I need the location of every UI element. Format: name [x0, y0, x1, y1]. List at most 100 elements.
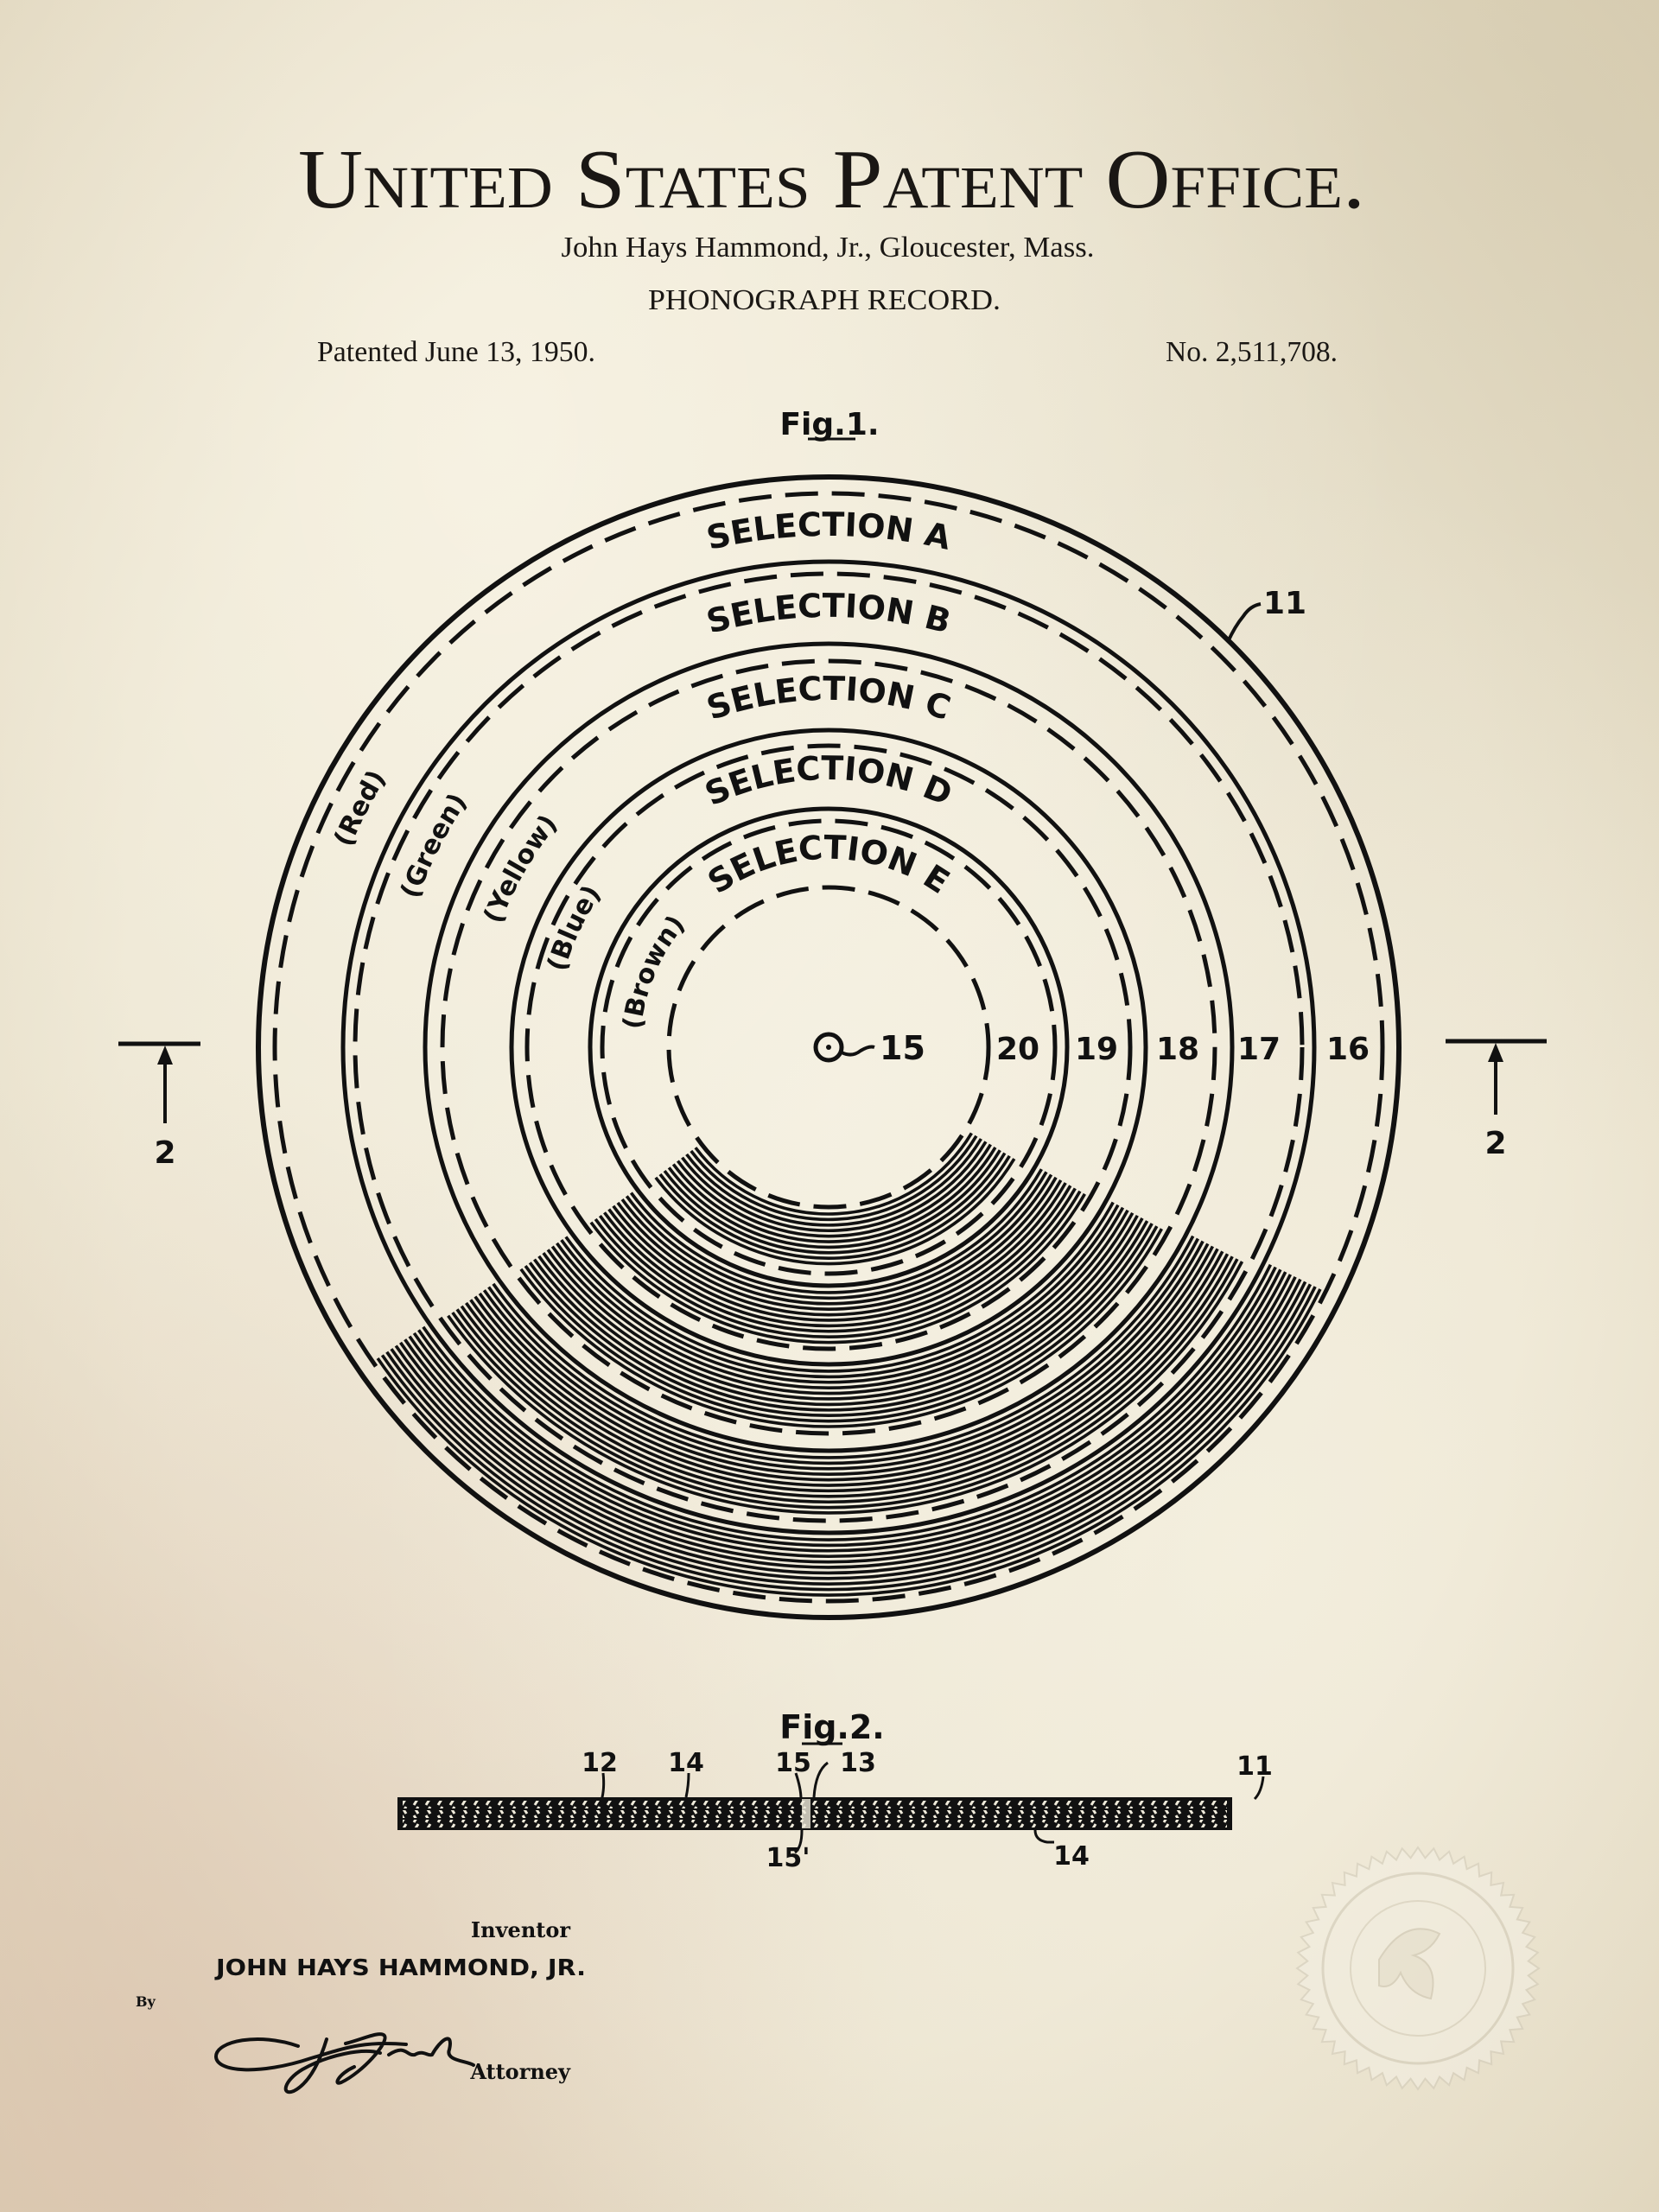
groove-line [603, 1185, 1072, 1328]
outer-leader-line [1226, 602, 1262, 643]
fig2-ref-15-bottom: 15' [766, 1843, 810, 1873]
inventor-line: John Hays Hammond, Jr., Gloucester, Mass… [562, 232, 1095, 264]
groove-line [620, 1173, 1053, 1306]
solid-ring [588, 806, 1070, 1288]
dashed-ring [353, 571, 1305, 1523]
groove-line [404, 1274, 1293, 1564]
record-cross-section [397, 1797, 1232, 1830]
seal-eagle-emblem [1378, 1928, 1441, 2000]
groove-line [564, 1201, 1115, 1373]
ref-ring-20: 20 [996, 1032, 1039, 1067]
groove-line [385, 1283, 1313, 1586]
attorney-label: Attorney [469, 2059, 571, 2084]
dashed-ring [600, 818, 1058, 1276]
groove-line [455, 1255, 1234, 1503]
groove-line [663, 1152, 1007, 1255]
solid-ring [340, 559, 1317, 1535]
section-label-right: 2 [1484, 1126, 1506, 1161]
dashed-ring [272, 491, 1385, 1604]
by-label: By [136, 1993, 156, 2010]
groove-line [469, 1248, 1219, 1487]
fig2-leader-lines [600, 1761, 1265, 1854]
patented-date: Patented June 13, 1950. [317, 336, 595, 368]
groove-line [394, 1278, 1302, 1575]
ref-ring-17: 17 [1237, 1032, 1281, 1067]
fig2-ref-14-top: 14 [668, 1748, 704, 1778]
record-disc [256, 474, 1402, 1620]
inventor-label: Inventor [471, 1917, 570, 1942]
groove-line [550, 1209, 1129, 1389]
section-label-left: 2 [154, 1135, 175, 1171]
groove-line [465, 1250, 1224, 1493]
section-marker-left: 2 [118, 1041, 200, 1171]
groove-line [594, 1190, 1082, 1338]
ref-ring-18: 18 [1156, 1032, 1199, 1067]
fig2-ref-14-bottom: 14 [1053, 1841, 1090, 1872]
groove-line [681, 1141, 988, 1232]
groove-line [607, 1182, 1067, 1322]
selection-label: SELECTION E [701, 829, 956, 901]
selection-label-text: SELECTION A [703, 505, 955, 557]
groove-line [399, 1276, 1297, 1569]
attorney-signature [213, 2032, 475, 2094]
selection-label-text: SELECTION C [702, 670, 956, 728]
figure-2: Fig.2. 12 14 15 13 11 15' 14 [397, 1708, 1273, 1873]
center-hole [813, 1032, 844, 1063]
inventor-name: JOHN HAYS HAMMOND, JR. [214, 1955, 586, 1981]
header: United States Patent Office. John Hays H… [298, 133, 1365, 368]
embossed-seal [1295, 1846, 1541, 2091]
solid-ring [509, 728, 1148, 1367]
solid-ring [423, 641, 1235, 1453]
color-label-text: (Brown) [618, 910, 691, 1031]
groove-line [560, 1204, 1120, 1379]
groove-line [676, 1143, 992, 1238]
figure-1: Fig.1. SELECTION A SELECTION B SELECTION C… [118, 407, 1547, 1620]
selection-label-text: SELECTION E [701, 829, 956, 901]
fig1-label: Fig.1. [779, 407, 879, 442]
groove-line [380, 1286, 1317, 1592]
groove-line [451, 1258, 1239, 1510]
groove-line [519, 1228, 1163, 1428]
groove-line [671, 1146, 997, 1243]
fig2-ref-13: 13 [840, 1748, 876, 1778]
groove-line [482, 1240, 1205, 1471]
groove-line [589, 1192, 1086, 1344]
groove-line [654, 1158, 1016, 1266]
groove-line [408, 1271, 1287, 1558]
patent-number: No. 2,511,708. [1166, 336, 1338, 368]
selection-label-text: SELECTION B [702, 587, 955, 641]
groove-line [629, 1168, 1043, 1294]
section-marker-right: 2 [1446, 1039, 1547, 1161]
groove-line [690, 1135, 978, 1222]
groove-line [478, 1243, 1210, 1476]
record-labels: SELECTION A SELECTION B SELECTION C SELECTI… [328, 505, 957, 1031]
groove-line [528, 1223, 1154, 1417]
groove-line [376, 1288, 1322, 1597]
seal-ring [1321, 1872, 1515, 2065]
groove-line [598, 1187, 1077, 1333]
color-label: (Brown) [618, 910, 691, 1031]
groove-line [524, 1225, 1159, 1423]
dashed-ring [440, 658, 1217, 1436]
groove-line [667, 1149, 1001, 1249]
ref-disc-outer: 11 [1263, 586, 1306, 621]
groove-line [533, 1220, 1149, 1412]
groove-line [417, 1266, 1277, 1548]
seal-inner-ring [1350, 1900, 1486, 2037]
signature-block: Inventor JOHN HAYS HAMMOND, JR. By Attor… [136, 1917, 586, 2094]
invention-title: PHONOGRAPH RECORD. [648, 284, 1001, 316]
fig2-ref-15-top: 15 [775, 1748, 811, 1778]
groove-line [422, 1263, 1273, 1541]
groove-line [612, 1179, 1063, 1317]
color-label: (Red) [328, 765, 392, 850]
dashed-ring [524, 743, 1133, 1351]
ref-center-hole: 15 [880, 1029, 925, 1067]
color-label-text: (Red) [328, 765, 392, 850]
selection-label: SELECTION A [703, 505, 955, 557]
fig2-ref-11: 11 [1236, 1751, 1273, 1782]
groove-line [447, 1261, 1244, 1515]
groove-line [546, 1211, 1135, 1395]
groove-line [658, 1154, 1011, 1260]
center-hole-dot [826, 1045, 831, 1050]
